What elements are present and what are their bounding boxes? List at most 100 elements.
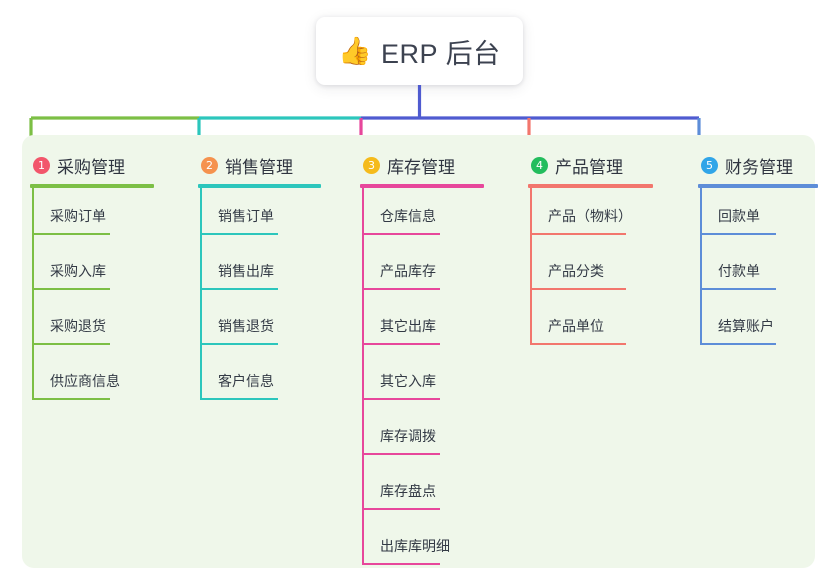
branch-title-4: 产品管理 (555, 157, 623, 177)
leaf-item-rule (700, 233, 776, 235)
branch-body-2: 销售订单销售出库销售退货客户信息 (190, 188, 333, 408)
thumbs-up-icon: 👍 (338, 35, 373, 66)
leaf-item[interactable]: 库存盘点 (352, 463, 498, 518)
leaf-item[interactable]: 采购退货 (22, 298, 168, 353)
leaf-item-rule (530, 233, 626, 235)
branch-body-1: 采购订单采购入库采购退货供应商信息 (22, 188, 168, 408)
leaf-item-rule (32, 343, 110, 345)
branch-trunk-1 (32, 188, 34, 399)
leaf-item-rule (362, 343, 440, 345)
leaf-item-label: 采购订单 (50, 208, 106, 224)
leaf-item-rule (530, 343, 626, 345)
leaf-item-rule (200, 233, 278, 235)
branch-header-1[interactable]: 1 采购管理 (22, 149, 168, 181)
branch-column-2: 2 销售管理销售订单销售出库销售退货客户信息 (190, 149, 333, 408)
leaf-item-label: 结算账户 (718, 318, 774, 334)
leaf-item[interactable]: 销售订单 (190, 188, 333, 243)
leaf-item-label: 产品库存 (380, 263, 436, 279)
branch-body-5: 回款单付款单结算账户 (690, 188, 827, 353)
leaf-item[interactable]: 产品库存 (352, 243, 498, 298)
branch-rule-5 (698, 184, 818, 188)
leaf-item[interactable]: 结算账户 (690, 298, 827, 353)
branch-header-4[interactable]: 4 产品管理 (520, 149, 672, 181)
branch-header-2[interactable]: 2 销售管理 (190, 149, 333, 181)
leaf-item-label: 销售出库 (218, 263, 274, 279)
leaf-item-rule (362, 508, 440, 510)
leaf-item-rule (200, 343, 278, 345)
leaf-item[interactable]: 其它出库 (352, 298, 498, 353)
leaf-item-label: 产品分类 (548, 263, 604, 279)
branch-badge-4: 4 (531, 156, 548, 174)
branch-badge-5: 5 (701, 156, 718, 174)
leaf-item[interactable]: 回款单 (690, 188, 827, 243)
branch-trunk-5 (700, 188, 702, 344)
branch-rule-3 (360, 184, 484, 188)
leaf-item-label: 销售退货 (218, 318, 274, 334)
leaf-item-label: 付款单 (718, 263, 760, 279)
leaf-item[interactable]: 销售退货 (190, 298, 333, 353)
leaf-item-label: 客户信息 (218, 373, 274, 389)
leaf-item-label: 供应商信息 (50, 373, 120, 389)
leaf-item-rule (362, 233, 440, 235)
leaf-item-rule (32, 233, 110, 235)
leaf-item[interactable]: 付款单 (690, 243, 827, 298)
leaf-item[interactable]: 供应商信息 (22, 353, 168, 408)
leaf-item[interactable]: 产品分类 (520, 243, 672, 298)
leaf-item-label: 库存盘点 (380, 483, 436, 499)
branch-title-1: 采购管理 (57, 157, 125, 177)
leaf-item-label: 出库库明细 (380, 538, 450, 554)
branch-body-3: 仓库信息产品库存其它出库其它入库库存调拨库存盘点出库库明细 (352, 188, 498, 573)
leaf-item-rule (200, 398, 278, 400)
branch-badge-2: 2 (201, 156, 218, 174)
mindmap-panel (22, 135, 815, 568)
leaf-item[interactable]: 销售出库 (190, 243, 333, 298)
branch-rule-2 (198, 184, 321, 188)
branch-column-4: 4 产品管理产品（物料） 产品分类产品单位 (520, 149, 672, 353)
leaf-item[interactable]: 仓库信息 (352, 188, 498, 243)
leaf-item[interactable]: 产品单位 (520, 298, 672, 353)
branch-badge-1: 1 (33, 156, 50, 174)
branch-title-3: 库存管理 (387, 157, 455, 177)
root-node-title: ERP 后台 (381, 38, 501, 69)
leaf-item-label: 产品（物料） (548, 208, 632, 224)
leaf-item[interactable]: 出库库明细 (352, 518, 498, 573)
leaf-item[interactable]: 采购订单 (22, 188, 168, 243)
leaf-item[interactable]: 客户信息 (190, 353, 333, 408)
branch-title-5: 财务管理 (725, 157, 793, 177)
leaf-item-rule (200, 288, 278, 290)
leaf-item-rule (700, 343, 776, 345)
leaf-item-label: 产品单位 (548, 318, 604, 334)
branch-rule-4 (528, 184, 653, 188)
branch-rule-1 (30, 184, 154, 188)
leaf-item[interactable]: 采购入库 (22, 243, 168, 298)
leaf-item-rule (362, 288, 440, 290)
root-node-card[interactable]: 👍 ERP 后台 (316, 17, 523, 85)
branch-trunk-3 (362, 188, 364, 564)
leaf-item-rule (700, 288, 776, 290)
leaf-item-rule (362, 453, 440, 455)
branch-trunk-4 (530, 188, 532, 344)
leaf-item-label: 回款单 (718, 208, 760, 224)
branch-header-3[interactable]: 3 库存管理 (352, 149, 498, 181)
branch-title-2: 销售管理 (225, 157, 293, 177)
branch-body-4: 产品（物料） 产品分类产品单位 (520, 188, 672, 353)
leaf-item-rule (362, 563, 440, 565)
leaf-item-label: 其它出库 (380, 318, 436, 334)
leaf-item[interactable]: 库存调拨 (352, 408, 498, 463)
leaf-item-rule (32, 398, 110, 400)
leaf-item-label: 库存调拨 (380, 428, 436, 444)
branch-header-5[interactable]: 5 财务管理 (690, 149, 827, 181)
leaf-item[interactable]: 其它入库 (352, 353, 498, 408)
leaf-item-rule (362, 398, 440, 400)
leaf-item-label: 销售订单 (218, 208, 274, 224)
leaf-item[interactable]: 产品（物料） (520, 188, 672, 243)
leaf-item-label: 采购退货 (50, 318, 106, 334)
leaf-item-label: 仓库信息 (380, 208, 436, 224)
leaf-item-label: 采购入库 (50, 263, 106, 279)
leaf-item-rule (32, 288, 110, 290)
leaf-item-label: 其它入库 (380, 373, 436, 389)
branch-column-5: 5 财务管理回款单付款单结算账户 (690, 149, 827, 353)
branch-trunk-2 (200, 188, 202, 399)
branch-badge-3: 3 (363, 156, 380, 174)
branch-column-1: 1 采购管理采购订单采购入库采购退货供应商信息 (22, 149, 168, 408)
